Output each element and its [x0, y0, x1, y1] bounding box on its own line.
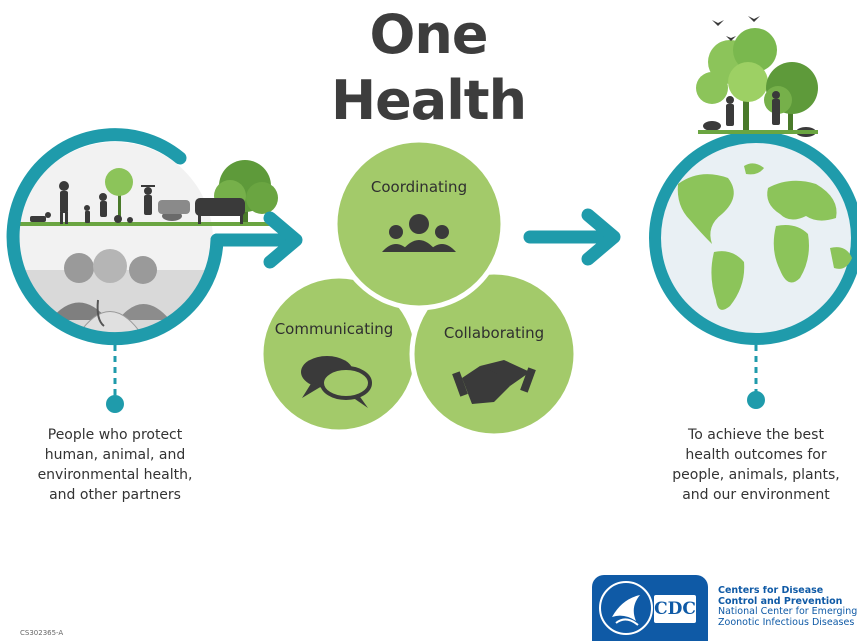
center-name-line: Zoonotic Infectious Diseases: [718, 616, 855, 628]
collaborating-label: Collaborating: [443, 324, 545, 342]
continents: [677, 163, 852, 310]
earth-globe: [649, 16, 857, 409]
three-cs-circles: [258, 137, 579, 439]
left-caption-line: People who protect: [47, 427, 183, 443]
title-line-one: One: [369, 3, 489, 66]
tree-icon: [696, 28, 818, 134]
right-caption: To achieve the best health outcomes for …: [656, 425, 856, 505]
right-caption-line: and our environment: [682, 487, 830, 503]
cdc-organization-text: Centers for Disease Control and Preventi…: [718, 586, 857, 628]
left-caption: People who protect human, animal, and en…: [15, 425, 215, 505]
document-code: CS302365-A: [20, 629, 64, 637]
people-group-icon: [382, 214, 456, 252]
left-caption-line: human, animal, and: [44, 447, 186, 463]
health-workers-group: [50, 249, 170, 336]
right-arrow: [523, 208, 621, 266]
cdc-logo: CDC: [592, 575, 708, 641]
right-caption-line: people, animals, plants,: [672, 467, 840, 483]
people-animals-silhouettes: [30, 181, 245, 224]
hhs-seal-icon: [599, 581, 653, 635]
right-caption-line: health outcomes for: [685, 447, 827, 463]
org-name-line: Control and Prevention: [718, 595, 843, 607]
left-caption-line: environmental health,: [37, 467, 193, 483]
org-name-line: Centers for Disease: [718, 586, 824, 596]
communicating-label: Communicating: [274, 320, 394, 338]
title-line-two: Health: [330, 69, 527, 132]
right-caption-line: To achieve the best: [688, 427, 824, 443]
cdc-badge: CDC: [654, 595, 696, 623]
handshake-icon: [452, 360, 536, 404]
center-name-line: National Center for Emerging and: [718, 606, 857, 617]
left-caption-line: and other partners: [49, 487, 181, 503]
speech-bubbles-icon: [301, 356, 372, 408]
people-animals-ring: [6, 128, 303, 413]
coordinating-label: Coordinating: [370, 178, 468, 196]
collaborating-circle: [409, 269, 579, 439]
